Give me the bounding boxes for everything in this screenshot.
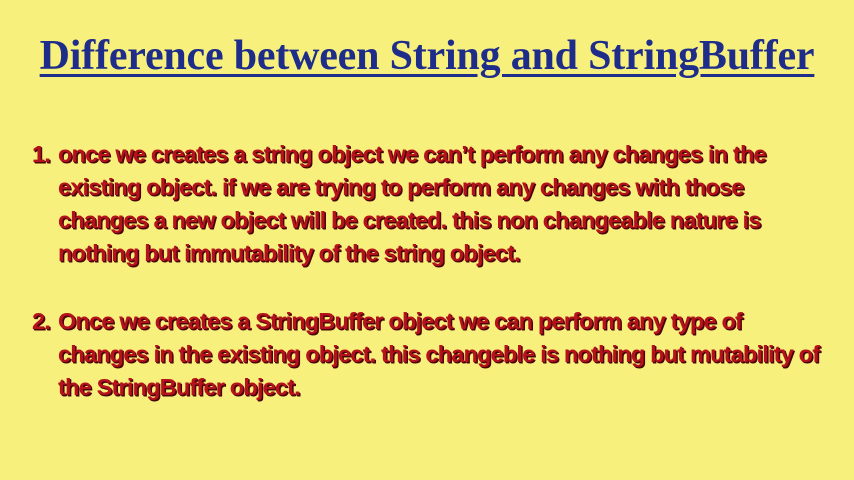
- slide-title: Difference between String and StringBuff…: [39, 33, 815, 79]
- point-list: 1. once we creates a string object we ca…: [32, 138, 832, 404]
- point-number: 1.: [32, 141, 51, 167]
- point-text: once we creates a string object we can’t…: [58, 141, 767, 266]
- point-1: 1. once we creates a string object we ca…: [32, 138, 832, 270]
- point-number: 2.: [32, 308, 51, 334]
- point-2: 2. Once we creates a StringBuffer object…: [32, 305, 832, 404]
- point-text: Once we creates a StringBuffer object we…: [58, 308, 820, 400]
